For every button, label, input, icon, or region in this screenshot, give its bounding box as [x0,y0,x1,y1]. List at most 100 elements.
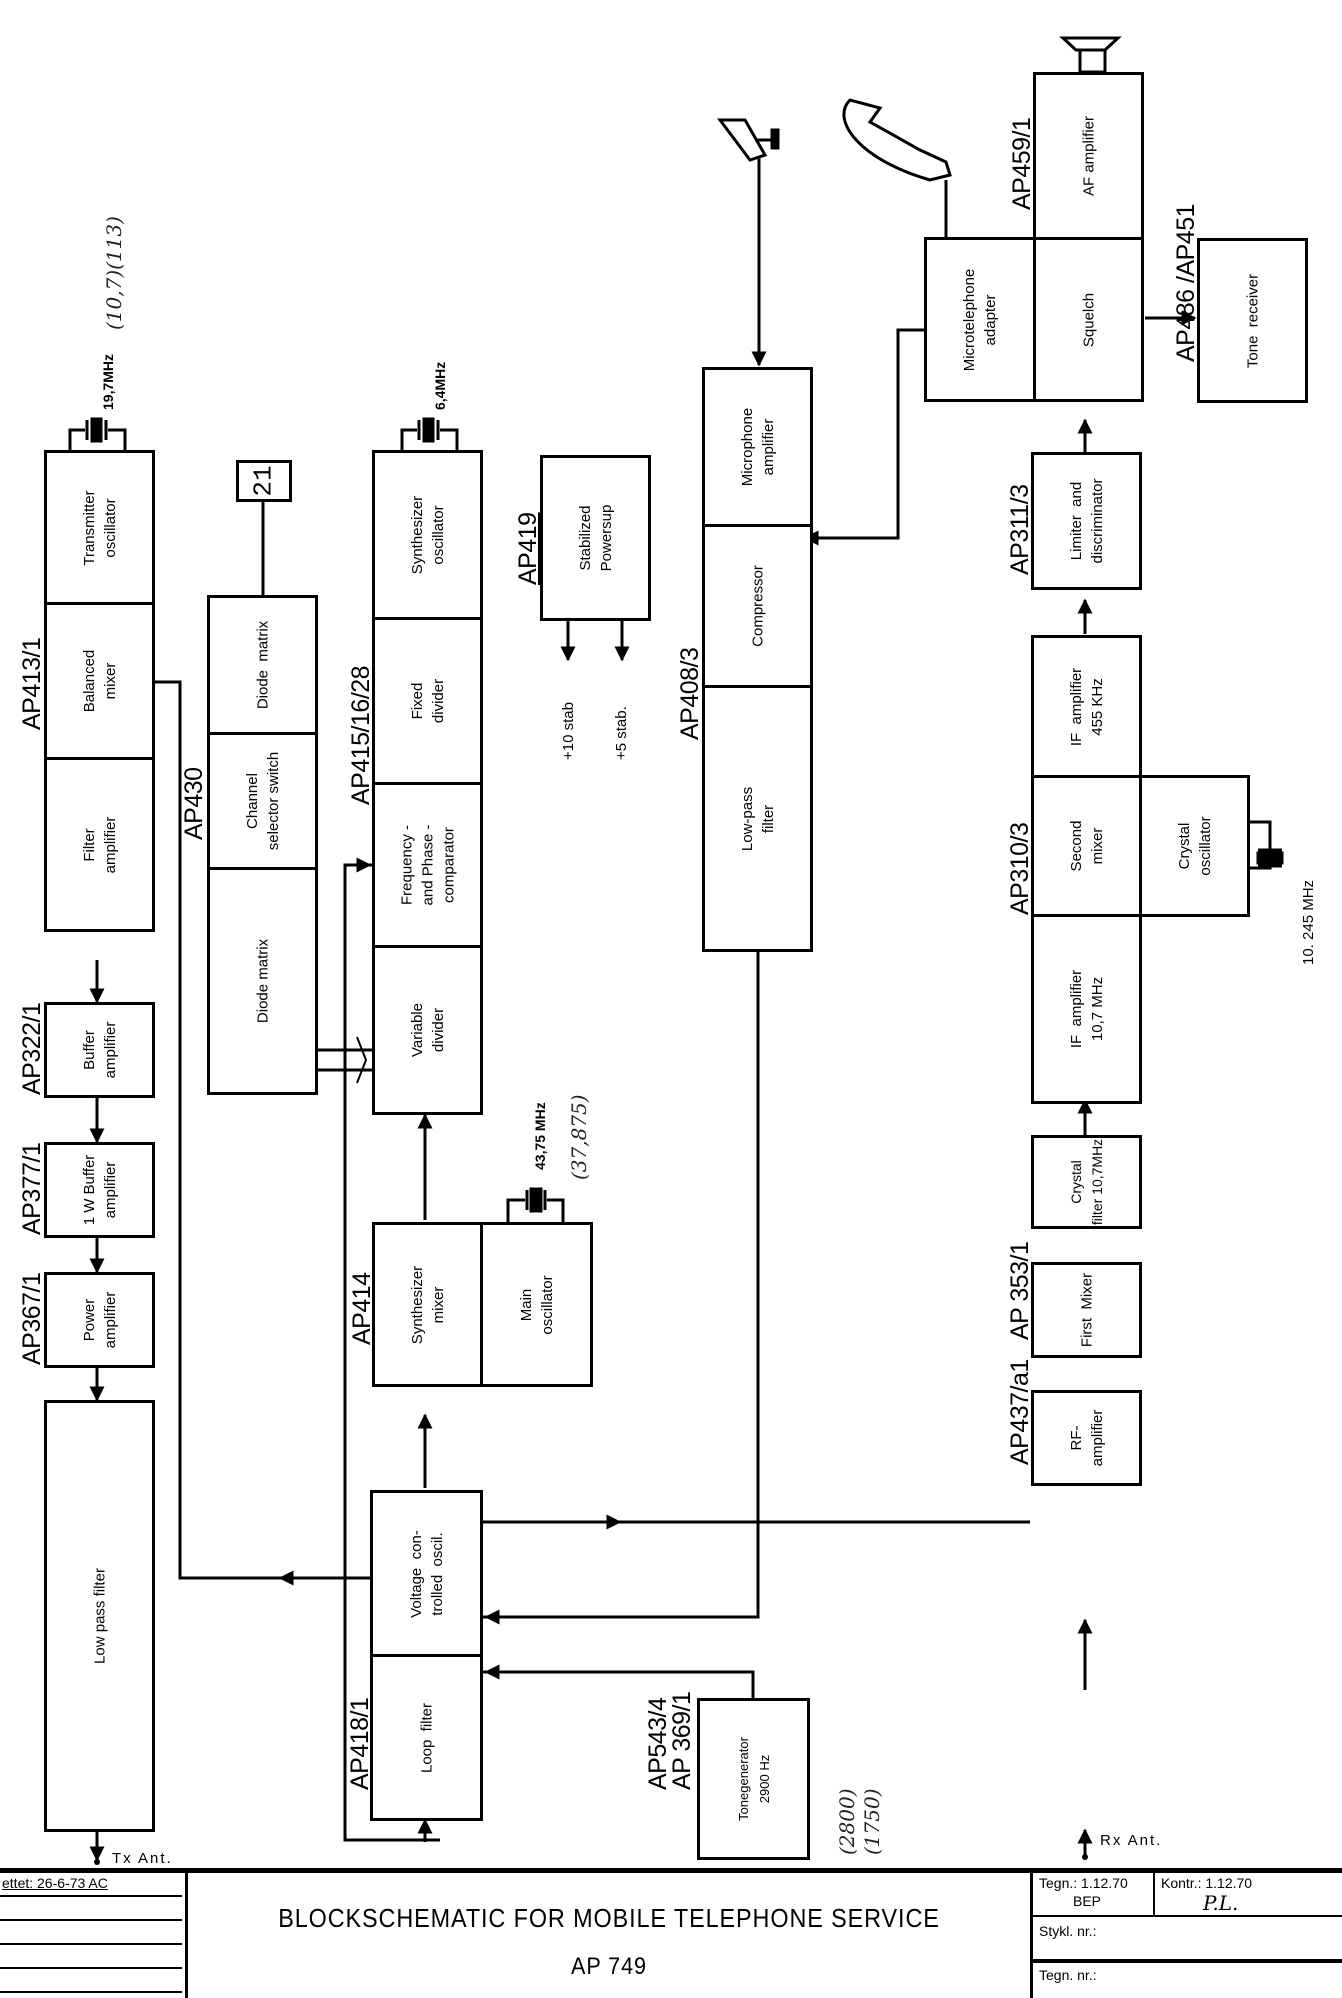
synth-crystal-freq: 6,4MHz [432,361,448,410]
tone-handwritten-note-a: (2800) [835,1788,859,1855]
main-crystal-handwritten-note: (37,875) [567,1094,591,1180]
module-ap408: AP408/3 [676,647,704,740]
channel-selector-switch-block: Channel selector switch [207,732,318,870]
main-crystal-freq: 43,75 MHz [532,1102,548,1170]
audio-low-pass-filter-block: Low-pass filter [702,685,813,952]
buffer-amplifier-label: Buffer amplifier [80,1021,119,1079]
transmitter-oscillator-block: Transmitter oscillator [44,450,155,605]
tone-receiver-label: Tone receiver [1244,273,1261,368]
microphone-icon [717,118,780,162]
tx-antenna-label: Tx Ant. [112,1850,173,1867]
checked-date: Kontr.: 1.12.70 [1161,1875,1253,1891]
audio-low-pass-filter-label: Low-pass filter [738,786,777,851]
title-block: ettet: 26-6-73 AC BLOCKSCHEMATIC FOR MOB… [0,1868,1342,1998]
checked-by-signature: P.L. [1203,1891,1239,1915]
microphone-amplifier-block: Microphone amplifier [702,367,813,527]
channel-display-digits: 21 [248,465,279,497]
fixed-divider-label: Fixed divider [408,678,447,724]
module-ap437: AP437/a1 [1006,1359,1034,1465]
fixed-divider-block: Fixed divider [372,617,483,785]
squelch-block: Squelch [1033,237,1144,402]
synthesizer-oscillator-label: Synthesizer oscillator [408,495,447,575]
revision-note: ettet: 26-6-73 AC [2,1875,108,1891]
vco-block: Voltage con- trolled oscil. [370,1490,483,1657]
channel-display-block: 21 [236,460,292,502]
drawing-title: BLOCKSCHEMATIC FOR MOBILE TELEPHONE SERV… [278,1903,940,1933]
wire-balanced-mixer-vco [155,680,370,1580]
synthesizer-mixer-label: Synthesizer mixer [408,1265,447,1344]
crystal-filter-block: Crystal filter 10,7MHz [1031,1135,1142,1229]
title-area: BLOCKSCHEMATIC FOR MOBILE TELEPHONE SERV… [188,1873,1030,1998]
variable-divider-block: Variable divider [372,945,483,1115]
buffer-amplifier-block: Buffer amplifier [44,1002,155,1098]
module-ap377: AP377/1 [18,1142,46,1235]
module-ap367: AP367/1 [18,1272,46,1365]
loudspeaker-icon [1059,36,1122,74]
first-mixer-label: First Mixer [1078,1272,1095,1348]
one-w-buffer-amplifier-label: 1 W Buffer amplifier [80,1154,119,1226]
synthesizer-oscillator-block: Synthesizer oscillator [372,450,483,620]
second-mixer-label: Second mixer [1067,820,1106,872]
microphone-amplifier-label: Microphone amplifier [738,407,777,487]
synthesizer-mixer-block: Synthesizer mixer [372,1222,483,1387]
loop-filter-block: Loop filter [370,1654,483,1821]
tx-low-pass-filter-label: Low pass filter [91,1568,108,1664]
af-amplifier-block: AF amplifier [1033,72,1144,240]
af-amplifier-label: AF amplifier [1080,115,1097,197]
first-mixer-block: First Mixer [1031,1262,1142,1358]
module-ap322: AP322/1 [18,1002,46,1095]
power-out-10v: +10 stab [560,702,577,760]
power-out-5v: +5 stab. [613,706,630,760]
if-amplifier-107-block: IF amplifier 10,7 MHz [1031,914,1142,1104]
transmitter-oscillator-label: Transmitter oscillator [80,489,119,566]
module-ap415: AP415/16/28 [347,665,375,805]
if-amplifier-455-block: IF amplifier 455 KHz [1031,635,1142,778]
module-ap311: AP311/3 [1006,484,1034,575]
module-ap418: AP418/1 [346,1697,374,1790]
limiter-discriminator-label: Limiter and discriminator [1067,478,1106,564]
tone-handwritten-note-b: (1750) [860,1788,884,1855]
module-ap430: AP430 [180,767,208,840]
power-amplifier-block: Power amplifier [44,1272,155,1368]
main-oscillator-block: Main oscillator [480,1222,593,1387]
filter-amplifier-label: Filter amplifier [80,816,119,873]
one-w-buffer-amplifier-block: 1 W Buffer amplifier [44,1142,155,1238]
stabilized-power-supply-label: Stabilized Powersup [576,504,615,572]
freq-phase-comparator-label: Frequency - and Phase - comparator [398,824,457,906]
module-ap413: AP413/1 [18,637,46,730]
module-ap459: AP459/1 [1008,117,1036,210]
if-amplifier-107-label: IF amplifier 10,7 MHz [1067,969,1106,1049]
compressor-label: Compressor [749,565,766,647]
main-oscillator-label: Main oscillator [517,1274,556,1335]
tx-crystal-freq: 19,7MHz [100,353,116,410]
if-amplifier-455-label: IF amplifier 455 KHz [1067,667,1106,746]
module-ap419: AP419 [514,512,542,585]
power-amplifier-label: Power amplifier [80,1291,119,1349]
parts-list-label: Stykl. nr.: [1039,1923,1097,1939]
revision-table: ettet: 26-6-73 AC [0,1873,188,1998]
tx-crystal-handwritten-note: (10,7)(113) [102,216,126,330]
rf-amplifier-label: RF- amplifier [1067,1409,1106,1467]
approval-table: Tegn.: 1.12.70 BEP Kontr.: 1.12.70 P.L. … [1030,1873,1342,1998]
variable-divider-label: Variable divider [408,1003,447,1057]
diode-matrix-bottom-label: Diode matrix [254,938,271,1024]
module-ap369: AP 369/1 [668,1691,696,1790]
diode-matrix-top-block: Diode matrix [207,595,318,735]
freq-phase-comparator-block: Frequency - and Phase - comparator [372,782,483,948]
balanced-mixer-label: Balanced mixer [80,649,119,713]
limiter-discriminator-block: Limiter and discriminator [1031,452,1142,590]
module-ap353: AP 353/1 [1006,1241,1034,1340]
drawing-subtitle: AP 749 [571,1953,647,1980]
tone-receiver-block: Tone receiver [1197,238,1308,403]
channel-selector-switch-label: Channel selector switch [243,751,282,851]
microtelephone-adapter-block: Microtelephone adapter [924,237,1036,402]
drawing-number-label: Tegn. nr.: [1039,1967,1097,1983]
rx-crystal-freq: 10. 245 MHz [1300,879,1317,965]
crystal-filter-label: Crystal filter 10,7MHz [1067,1138,1105,1226]
drawn-by: BEP [1073,1893,1102,1909]
rx-antenna-label: Rx Ant. [1100,1832,1163,1849]
crystal-oscillator-label: Crystal oscillator [1175,816,1214,876]
tone-generator-block: Tonegenerator 2900 Hz [697,1698,810,1860]
squelch-label: Squelch [1080,292,1097,347]
